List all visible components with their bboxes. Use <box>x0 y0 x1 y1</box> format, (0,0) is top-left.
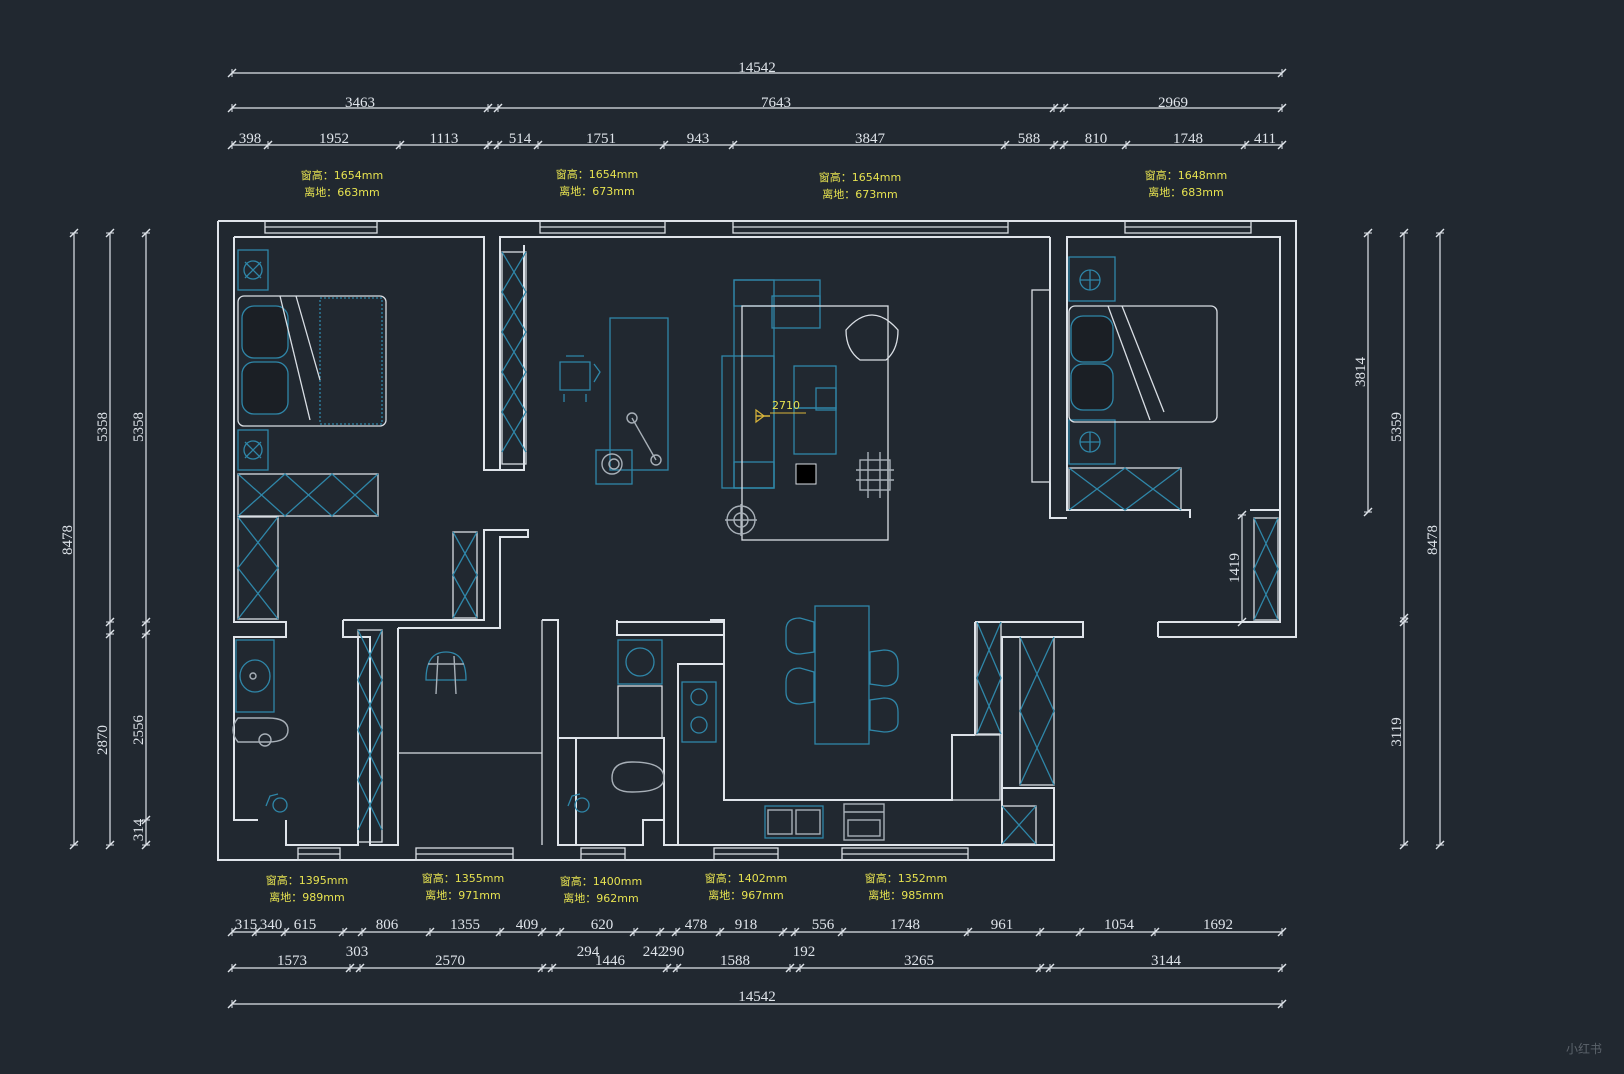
dim-bottom-total: 14542 <box>738 989 776 1005</box>
bathroom-left <box>232 639 289 813</box>
dim-bottom-detail: 315 <box>235 917 258 933</box>
windows <box>264 220 1252 861</box>
window-height-label: 窗高：1402mm <box>705 871 787 885</box>
dim-bottom-mid: 3265 <box>904 953 934 969</box>
dim-right-total: 8478 <box>1425 525 1441 555</box>
window-height-label: 窗高：1400mm <box>560 874 642 888</box>
window-sill-label: 离地：663mm <box>304 185 379 199</box>
dim-right-inner: 3814 <box>1353 357 1369 388</box>
window-height-label: 窗高：1654mm <box>819 170 901 184</box>
dim-top-mid: 2969 <box>1158 95 1188 111</box>
window-height-label: 窗高：1352mm <box>865 871 947 885</box>
dim-bottom-mid: 1573 <box>277 953 307 969</box>
dim-bottom-detail: 340 <box>260 917 283 933</box>
dim-left-outer: 2870 <box>95 725 111 755</box>
wardrobes <box>237 251 1279 845</box>
dim-top-total: 14542 <box>738 60 776 76</box>
dim-bottom-small: 294 <box>577 944 600 960</box>
level-mark: 2710 <box>772 399 800 412</box>
dim-bottom-detail: 620 <box>591 917 614 933</box>
dim-bottom-small: 1446 <box>595 953 626 969</box>
dim-bottom-detail: 1054 <box>1104 917 1135 933</box>
dim-top-mid: 3463 <box>345 95 375 111</box>
dim-right-outer: 3119 <box>1389 717 1405 746</box>
dimension-texts: 14542 3463 7643 2969 398 1952 1113 514 1… <box>60 60 1441 1005</box>
dim-bottom-mid: 1588 <box>720 953 750 969</box>
dim-bottom-small: 242 <box>643 944 666 960</box>
dim-left-total: 8478 <box>60 525 76 555</box>
dim-bottom-mid: 3144 <box>1151 953 1182 969</box>
dim-top-detail: 1113 <box>430 131 459 147</box>
window-sill-label: 离地：683mm <box>1148 185 1223 199</box>
window-sill-label: 离地：971mm <box>425 888 500 902</box>
dim-top-detail: 3847 <box>855 131 886 147</box>
window-height-label: 窗高：1654mm <box>301 168 383 182</box>
dim-top-detail: 810 <box>1085 131 1108 147</box>
dim-bottom-small: 192 <box>793 944 816 960</box>
dim-bottom-detail: 1748 <box>890 917 920 933</box>
dim-bottom-detail: 409 <box>516 917 539 933</box>
window-sill-label: 离地：985mm <box>868 888 943 902</box>
dim-bottom-detail: 478 <box>685 917 708 933</box>
dim-top-detail: 1751 <box>586 131 616 147</box>
dim-top-detail: 514 <box>509 131 532 147</box>
dim-left-inner: 5358 <box>131 412 147 442</box>
dimension-lines <box>69 68 1445 1009</box>
bed-right <box>1068 256 1218 465</box>
kitchen <box>681 681 1001 841</box>
window-height-label: 窗高：1648mm <box>1145 168 1227 182</box>
dim-bottom-mid: 2570 <box>435 953 465 969</box>
window-sill-label: 离地：967mm <box>708 888 783 902</box>
window-sill-label: 离地：673mm <box>559 184 634 198</box>
window-height-label: 窗高：1395mm <box>266 873 348 887</box>
bed-left <box>237 249 387 471</box>
desk-area <box>559 317 669 485</box>
dim-right-outer: 5359 <box>1389 412 1405 442</box>
window-labels: 窗高：1654mm 离地：663mm 窗高：1654mm 离地：673mm 窗高… <box>266 167 1227 905</box>
armchair <box>398 620 543 845</box>
watermark: 小红书 <box>1566 1041 1602 1056</box>
window-height-label: 窗高：1654mm <box>556 167 638 181</box>
dim-left-inner: 314 <box>131 818 147 841</box>
dim-bottom-detail: 806 <box>376 917 399 933</box>
dim-bottom-detail: 1355 <box>450 917 480 933</box>
dining-area <box>785 605 899 745</box>
window-sill-label: 离地：962mm <box>563 891 638 905</box>
window-sill-label: 离地：989mm <box>269 890 344 904</box>
dim-bottom-detail: 961 <box>991 917 1014 933</box>
dim-bottom-detail: 1692 <box>1203 917 1233 933</box>
dim-top-detail: 398 <box>239 131 262 147</box>
dim-top-detail: 1748 <box>1173 131 1203 147</box>
living-room: 2710 <box>721 279 899 541</box>
dim-bottom-detail: 615 <box>294 917 317 933</box>
dim-top-detail: 1952 <box>319 131 349 147</box>
bathroom-mid <box>567 639 665 813</box>
dim-right-inner: 1419 <box>1227 553 1243 583</box>
dim-left-outer: 5358 <box>95 412 111 442</box>
dim-top-mid: 7643 <box>761 95 791 111</box>
window-height-label: 窗高：1355mm <box>422 871 504 885</box>
dim-top-detail: 588 <box>1018 131 1041 147</box>
dim-top-detail: 411 <box>1254 131 1276 147</box>
dim-bottom-detail: 556 <box>812 917 835 933</box>
dim-bottom-detail: 918 <box>735 917 758 933</box>
dim-top-detail: 943 <box>687 131 710 147</box>
window-sill-label: 离地：673mm <box>822 187 897 201</box>
dim-left-inner: 2556 <box>131 715 147 746</box>
dim-bottom-small: 290 <box>662 944 685 960</box>
dim-bottom-small: 303 <box>346 944 369 960</box>
